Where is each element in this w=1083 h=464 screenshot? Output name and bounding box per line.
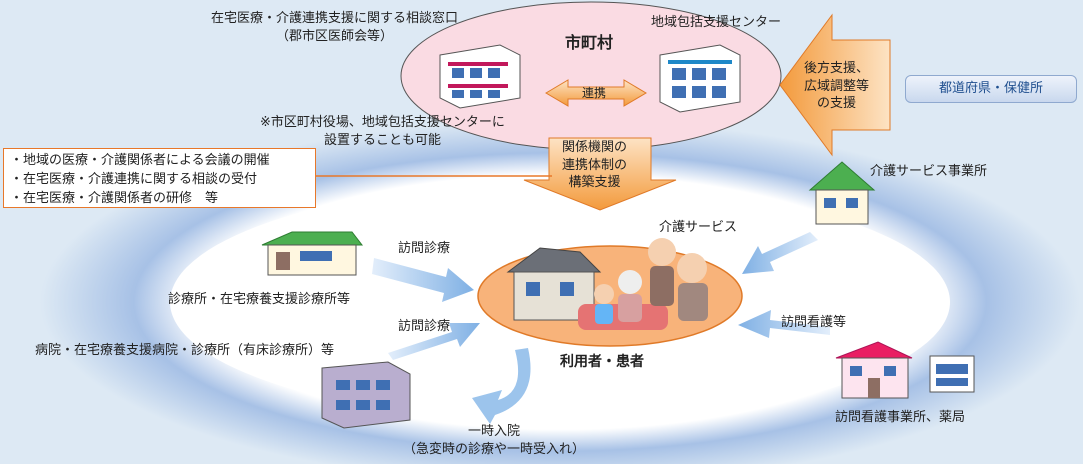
consult-window-line-1: 在宅医療・介護連携支援に関する相談窓口 (211, 11, 459, 26)
support-line-1: 後方支援、 (804, 61, 870, 76)
arrow-visit-nursing (738, 310, 830, 338)
care-service-label: 介護サービス (659, 220, 738, 235)
cooperation-label: 連携 (582, 86, 607, 100)
prefecture-badge: 都道府県・保健所 (905, 75, 1077, 103)
prefecture-support-arrow (779, 13, 891, 157)
arrow-visit-2 (388, 323, 480, 360)
pharmacy-building-icon (929, 355, 975, 393)
care-service-office-label: 介護サービス事業所 (870, 164, 988, 179)
regional-center-building-icon (659, 44, 741, 113)
support-line-3: の支援 (817, 96, 857, 112)
consult-window-label: 在宅医療・介護連携支援に関する相談窓口 （郡市区医師会等） (211, 10, 458, 45)
prefecture-support-label: 後方支援、 広域調整等 の支援 (804, 60, 869, 113)
patient-label: 利用者・患者 (560, 354, 644, 370)
visit-nursing-label: 訪問看護等 (781, 315, 847, 330)
arrow-care-service (742, 232, 818, 274)
support-text-3: 構築支援 (568, 175, 621, 191)
arrow-visit-1 (372, 258, 474, 302)
arrow-temp-admission (472, 348, 531, 424)
temp-admission-line-2: （急変時の診療や一時受入れ） (403, 441, 586, 457)
clinic-label: 診療所・在宅療養支援診療所等 (168, 292, 351, 307)
activity-item: ・地域の医療・介護関係者による会議の開催 (10, 153, 270, 168)
system-support-label: 関係機関の 連携体制の 構築支援 (562, 139, 627, 192)
note-line-2: 設置することも可能 (323, 132, 441, 148)
nursing-pharmacy-label: 訪問看護事業所、薬局 (835, 410, 966, 425)
cooperation-arrow (545, 79, 647, 107)
consult-window-line-2: （郡市区医師会等） (276, 28, 394, 44)
family-illustration-icon (578, 238, 708, 330)
activity-item: ・在宅医療・介護関係者の研修 等 (10, 190, 219, 206)
support-text-2: 連携体制の (562, 157, 628, 173)
home-visit-label-2: 訪問診療 (398, 319, 451, 334)
activity-item: ・在宅医療・介護連携に関する相談の受付 (10, 171, 258, 187)
consult-window-building-icon (439, 44, 521, 109)
temp-admission-label: 一時入院 （急変時の診療や一時受入れ） (403, 423, 585, 458)
temp-admission-line-1: 一時入院 (468, 424, 521, 439)
support-text-1: 関係機関の (562, 140, 628, 155)
hospital-label: 病院・在宅療養支援病院・診療所（有床診療所）等 (35, 343, 335, 358)
clinic-building-icon (261, 231, 364, 276)
home-visit-label-1: 訪問診療 (398, 241, 451, 256)
nursing-station-building-icon (835, 341, 913, 399)
municipality-note: ※市区町村役場、地域包括支援センターに 設置することも可能 (260, 114, 505, 149)
hospital-building-icon (321, 361, 411, 429)
support-line-2: 広域調整等 (804, 78, 870, 94)
activities-box: ・地域の医療・介護関係者による会議の開催 ・在宅医療・介護連携に関する相談の受付… (3, 148, 316, 208)
care-office-building-icon (808, 161, 876, 225)
municipality-title: 市町村 (565, 33, 614, 52)
system-support-arrow (523, 137, 677, 211)
note-line-1: ※市区町村役場、地域包括支援センターに (260, 115, 505, 130)
regional-center-label: 地域包括支援センター (651, 15, 782, 30)
